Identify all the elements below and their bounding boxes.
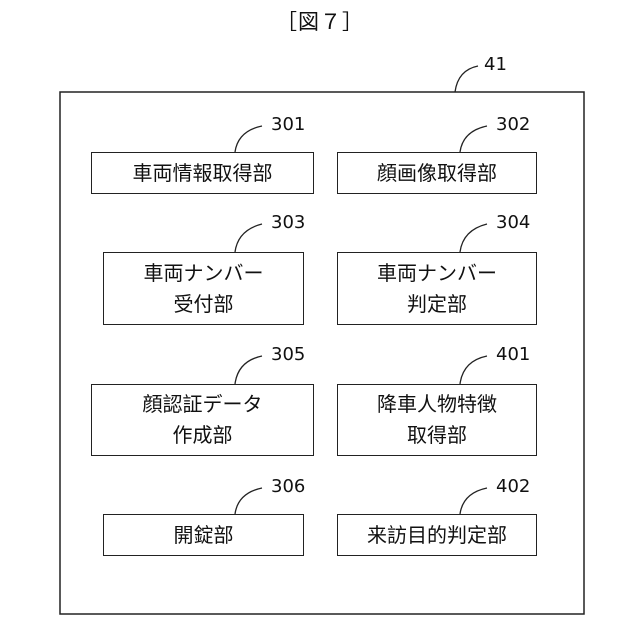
block-label: 顔認証データ 作成部 <box>143 389 263 451</box>
leader-303 <box>235 224 262 252</box>
block-face-auth-data-creation: 顔認証データ 作成部 <box>91 384 314 456</box>
leader-302 <box>460 126 487 152</box>
leader-402 <box>460 488 487 514</box>
block-label: 車両情報取得部 <box>133 158 273 189</box>
leader-304 <box>460 224 487 252</box>
block-label: 顔画像取得部 <box>377 158 497 189</box>
block-label: 開錠部 <box>174 520 234 551</box>
block-vehicle-number-reception: 車両ナンバー 受付部 <box>103 252 304 325</box>
block-ref-number: 306 <box>271 476 305 497</box>
leader-305 <box>235 356 262 384</box>
block-ref-number: 301 <box>271 114 305 135</box>
block-unlocking: 開錠部 <box>103 514 304 556</box>
block-ref-number: 305 <box>271 344 305 365</box>
leader-41 <box>455 66 478 92</box>
block-vehicle-info-acquisition: 車両情報取得部 <box>91 152 314 194</box>
block-ref-number: 302 <box>496 114 530 135</box>
block-ref-number: 401 <box>496 344 530 365</box>
block-alighting-person-feature-acquisition: 降車人物特徴 取得部 <box>337 384 537 456</box>
leader-301 <box>235 126 262 152</box>
block-label: 降車人物特徴 取得部 <box>377 389 497 451</box>
leader-401 <box>460 356 487 384</box>
block-label: 来訪目的判定部 <box>367 520 507 551</box>
block-label: 車両ナンバー 判定部 <box>377 258 497 320</box>
leader-306 <box>235 488 262 514</box>
block-label: 車両ナンバー 受付部 <box>144 258 264 320</box>
block-ref-number: 303 <box>271 212 305 233</box>
block-vehicle-number-determination: 車両ナンバー 判定部 <box>337 252 537 325</box>
block-ref-number: 402 <box>496 476 530 497</box>
container-ref-number: 41 <box>484 54 507 75</box>
block-face-image-acquisition: 顔画像取得部 <box>337 152 537 194</box>
block-visit-purpose-determination: 来訪目的判定部 <box>337 514 537 556</box>
block-ref-number: 304 <box>496 212 530 233</box>
